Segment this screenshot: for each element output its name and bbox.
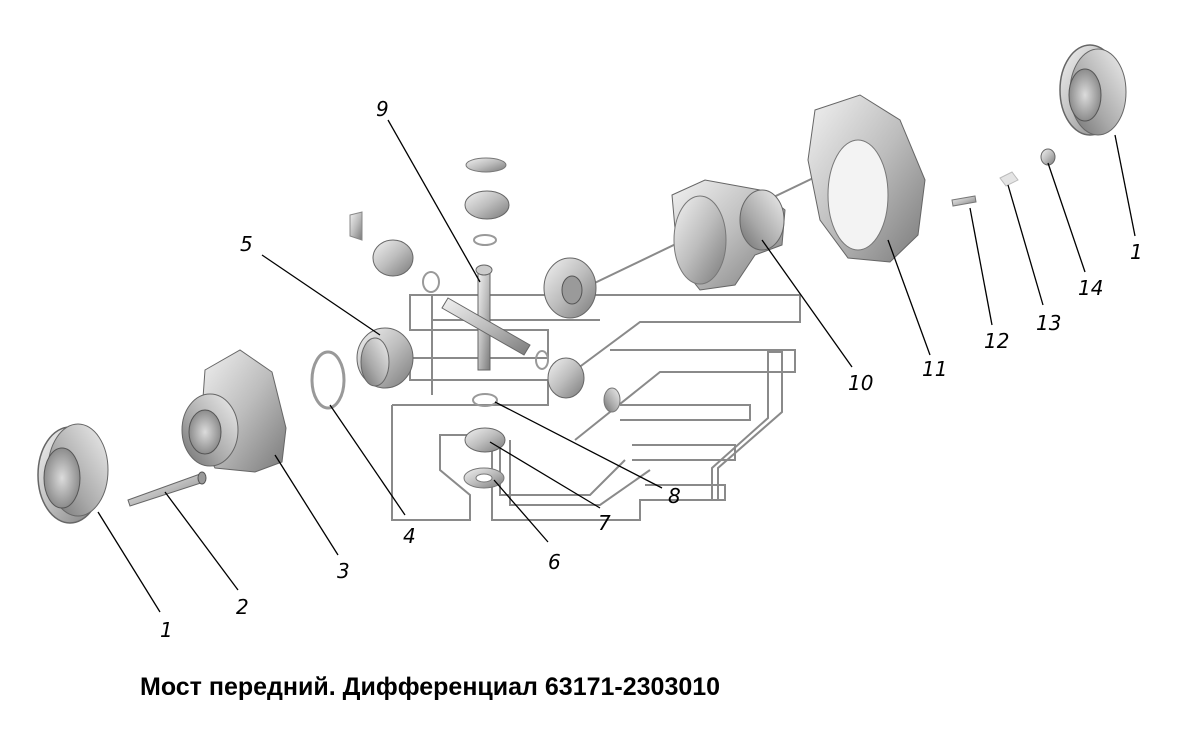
- pinion-gear-left: [349, 211, 440, 293]
- callout-1-left: 1: [160, 618, 173, 642]
- callout-5: 5: [240, 232, 253, 256]
- callout-13: 13: [1036, 311, 1061, 335]
- bolt-small: [951, 195, 977, 207]
- assembly-frame: [391, 169, 831, 521]
- callout-7: 7: [598, 511, 611, 535]
- side-gear-left: [356, 327, 414, 389]
- callout-2: 2: [236, 595, 249, 619]
- pinion-gear-top: [464, 157, 510, 246]
- callout-4: 4: [403, 524, 416, 548]
- nut: [1040, 148, 1056, 166]
- bearing-left: [37, 423, 109, 524]
- spider-cross: [441, 264, 531, 371]
- callout-8: 8: [668, 484, 681, 508]
- callout-12: 12: [984, 329, 1009, 353]
- callout-11: 11: [922, 357, 947, 381]
- callout-1-right: 1: [1130, 240, 1143, 264]
- differential-case-right: [671, 179, 786, 291]
- callout-14: 14: [1078, 276, 1103, 300]
- callout-labels: 1 2 3 4 5 6 7 8 9 10 11 12 13 14 1: [160, 97, 1143, 642]
- diagram-caption: Мост передний. Дифференциал 63171-230301…: [140, 673, 721, 701]
- side-gear-right: [543, 257, 597, 319]
- bolt: [127, 471, 207, 507]
- differential-case-left: [181, 349, 287, 473]
- bearing-right: [1059, 44, 1127, 136]
- pinion-gear-bottom: [463, 393, 506, 489]
- callout-6: 6: [548, 550, 561, 574]
- callout-3: 3: [337, 559, 350, 583]
- ring-gear: [807, 94, 926, 263]
- callout-10: 10: [848, 371, 873, 395]
- washer-large: [310, 350, 346, 410]
- pinion-gear-right: [535, 350, 621, 413]
- spring-washer: [999, 171, 1019, 187]
- leader-lines: [97, 119, 1136, 613]
- callout-9: 9: [376, 97, 389, 121]
